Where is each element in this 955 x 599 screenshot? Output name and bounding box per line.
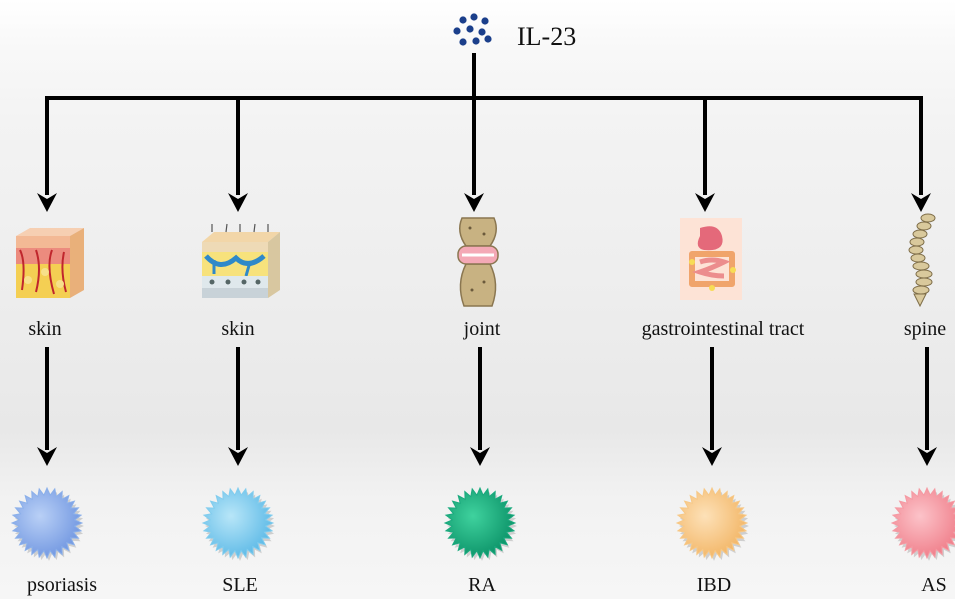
skin-tissue-icon — [202, 223, 280, 298]
arrowhead-icon — [702, 447, 722, 466]
disease-label-as: AS — [921, 574, 947, 596]
disease-burst-psoriasis-icon — [10, 486, 84, 560]
dot-cluster-icon — [453, 13, 492, 46]
skin-layers-icon — [16, 228, 84, 298]
arrowhead-icon — [917, 447, 937, 466]
gi-tract-icon — [680, 218, 742, 300]
arrowhead-icon — [695, 193, 715, 212]
disease-label-ibd: IBD — [696, 574, 732, 596]
organ-label-joint: joint — [463, 318, 501, 340]
disease-label-ra: RA — [468, 574, 496, 596]
arrowhead-icon — [37, 447, 57, 466]
disease-bursts — [10, 486, 955, 561]
arrowhead-icon — [228, 447, 248, 466]
disease-burst-ibd-icon — [675, 486, 749, 560]
disease-burst-ra-icon — [443, 486, 517, 560]
arrowhead-icon — [470, 447, 490, 466]
organ-label-spine: spine — [903, 318, 947, 340]
disease-label-psoriasis: psoriasis — [27, 574, 97, 596]
arrowhead-icon — [464, 193, 484, 212]
disease-burst-as-icon — [890, 486, 955, 560]
organ-label-skin-1: skin — [28, 318, 62, 340]
arrowhead-icon — [911, 193, 931, 212]
spine-icon — [908, 213, 936, 308]
organ-label-gi-tract: gastrointestinal tract — [641, 318, 805, 340]
joint-icon — [457, 217, 499, 307]
disease-burst-sle-icon — [201, 486, 275, 560]
arrowhead-icon — [37, 193, 57, 212]
disease-label-sle: SLE — [222, 574, 258, 596]
il23-label: IL-23 — [517, 22, 577, 51]
organ-label-skin-2: skin — [221, 318, 255, 340]
arrowhead-icon — [228, 193, 248, 212]
